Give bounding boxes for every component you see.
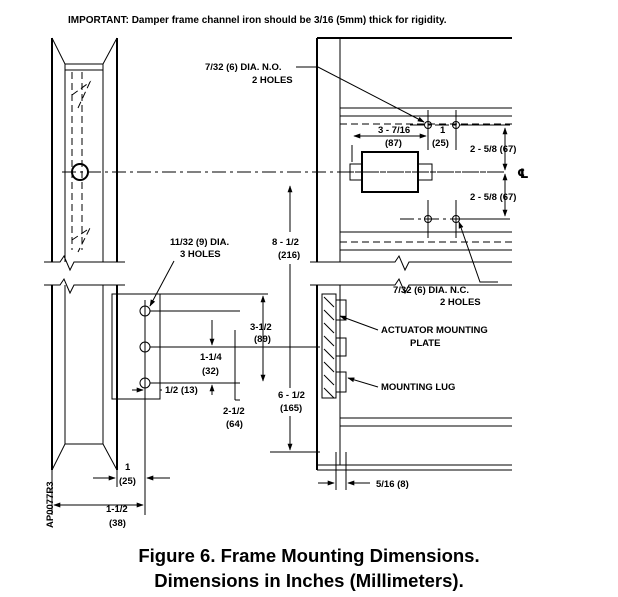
actuator-mounting-plate: [321, 293, 347, 399]
bracket-plate: [111, 293, 161, 480]
figure-caption-subtitle: Dimensions in Inches (Millimeters).: [154, 570, 463, 591]
actuator-plate-label: ACTUATOR MOUNTING: [381, 325, 488, 336]
holes-11-32-count: 3 HOLES: [180, 249, 221, 260]
dim-1-1-2-in: 1-1/2: [106, 504, 128, 515]
dim-6-1-2-in: 6 - 1/2: [278, 390, 305, 401]
left-damper-frame: [44, 37, 125, 471]
dim-1-1-2-mm: (38): [109, 518, 126, 529]
no-holes-label: 7/32 (6) DIA. N.O.: [205, 62, 282, 73]
nc-holes-label: 7/32 (6) DIA. N.C.: [393, 285, 469, 296]
no-holes-count: 2 HOLES: [252, 75, 293, 86]
dim-6-1-2-mm: (165): [280, 403, 302, 414]
actuator-plate-label-2: PLATE: [410, 338, 440, 349]
dim-3-1-2-mm: (89): [254, 334, 271, 345]
centerline-symbol: ℄: [517, 166, 529, 181]
dim-bottom-1-mm: (25): [119, 476, 136, 487]
dim-2-1-2-mm: (64): [226, 419, 243, 430]
dim-2-1-2-in: 2-1/2: [223, 406, 245, 417]
holes-11-32-label: 11/32 (9) DIA.: [170, 237, 229, 248]
dim-8-1-2-mm: (216): [278, 250, 300, 261]
dim-1-1-4-in: 1-1/4: [200, 352, 222, 363]
part-code: AP0077R3: [45, 482, 56, 528]
dim-1-2: 1/2 (13): [165, 385, 198, 396]
nc-holes-count: 2 HOLES: [440, 297, 481, 308]
dim-2-5-8-bottom: 2 - 5/8 (67): [470, 192, 516, 203]
dim-1-in: 1: [440, 125, 446, 136]
dim-3-1-2-in: 3-1/2: [250, 322, 272, 333]
dim-5-16: 5/16 (8): [376, 479, 409, 490]
dim-1-1-4-mm: (32): [202, 366, 219, 377]
important-note: IMPORTANT: Damper frame channel iron sho…: [68, 15, 447, 26]
dim-2-5-8-top: 2 - 5/8 (67): [470, 144, 516, 155]
actuator-shaft-assembly: [340, 151, 505, 193]
dim-bottom-1-in: 1: [125, 462, 131, 473]
dim-3-7-16-in: 3 - 7/16: [378, 125, 410, 136]
mounting-lug-label: MOUNTING LUG: [381, 382, 455, 393]
figure-caption-title: Figure 6. Frame Mounting Dimensions.: [138, 545, 479, 566]
dim-8-1-2-in: 8 - 1/2: [272, 237, 299, 248]
dim-3-7-16-mm: (87): [385, 138, 402, 149]
right-damper-frame: [310, 37, 512, 471]
dim-1-mm: (25): [432, 138, 449, 149]
